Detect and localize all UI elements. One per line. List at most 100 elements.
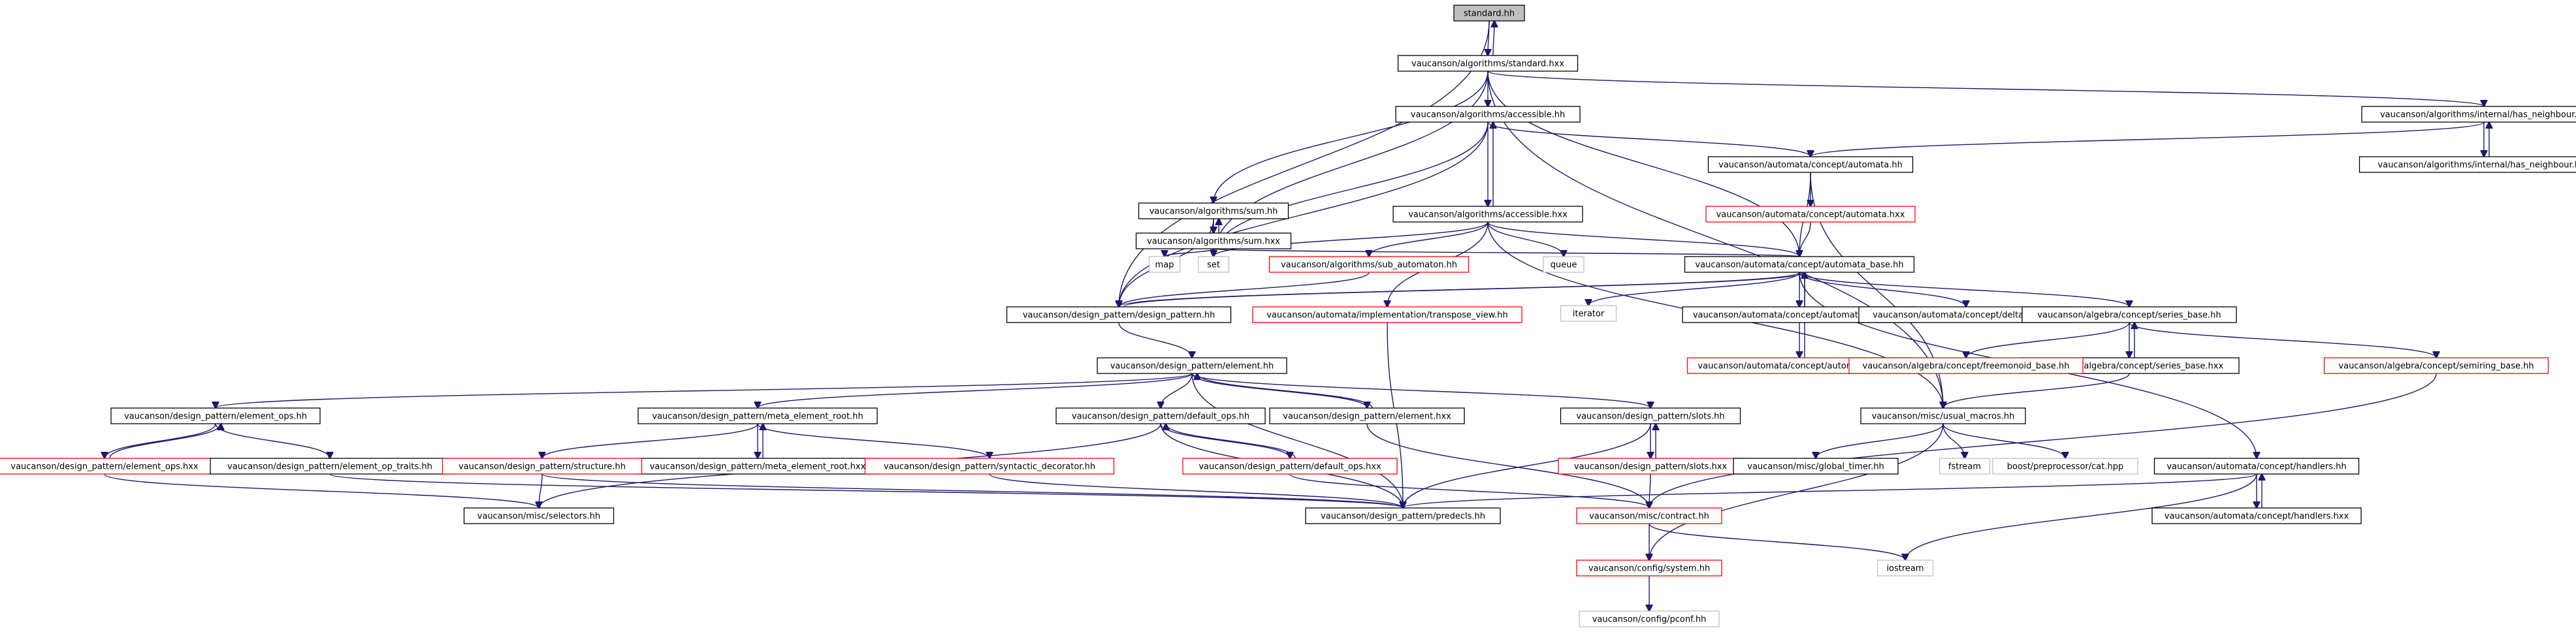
node-misc_contract_hh[interactable]: vaucanson/misc/contract.hh (1576, 507, 1722, 524)
node-box (1305, 507, 1501, 524)
node-auto_concept_automata_hxx[interactable]: vaucanson/automata/concept/automata.hxx (1705, 206, 1916, 223)
edge-alg_accessible_hh-to-set (1214, 121, 1489, 257)
edge-alg_accessible_hxx-to-alg_sub_automaton_hh (1369, 221, 1489, 257)
node-auto_concept_automata_hh[interactable]: vaucanson/automata/concept/automata.hh (1707, 156, 1914, 173)
node-label: vaucanson/misc/global_timer.hh (1747, 462, 1884, 472)
edge-dp_element_ops_hh-to-dp_element_op_traits_hh (215, 423, 330, 458)
node-iostream: iostream (1876, 560, 1934, 577)
node-label: standard.hh (1464, 9, 1515, 19)
node-dp_syntactic_decorator_hh[interactable]: vaucanson/design_pattern/syntactic_decor… (864, 458, 1115, 475)
node-dp_meta_element_root_hxx[interactable]: vaucanson/design_pattern/meta_element_ro… (635, 458, 880, 475)
node-alg_concept_freemonoid_base_hh[interactable]: vaucanson/algebra/concept/freemonoid_bas… (1848, 357, 2084, 374)
node-alg_accessible_hxx[interactable]: vaucanson/algorithms/accessible.hxx (1393, 206, 1583, 223)
node-box (1705, 206, 1916, 223)
edge-alg_standard_hxx-to-standard_hh (1493, 21, 1494, 56)
edge-dp_default_ops_hxx-to-misc_contract_hh (1289, 473, 1649, 508)
node-label: vaucanson/algorithms/accessible.hxx (1408, 210, 1568, 220)
edge-dp_element_ops_hxx-to-misc_selectors_hh (104, 473, 539, 508)
node-label: fstream (1948, 462, 1981, 472)
node-label: vaucanson/design_pattern/design_pattern.… (1023, 311, 1215, 321)
node-label: vaucanson/misc/usual_macros.hh (1872, 412, 2015, 422)
node-label: vaucanson/config/pconf.hh (1592, 615, 1707, 625)
node-alg_sub_automaton_hh[interactable]: vaucanson/algorithms/sub_automaton.hh (1268, 256, 1470, 273)
node-label: vaucanson/design_pattern/element.hxx (1283, 412, 1451, 422)
node-layer: standard.hh vaucanson/algorithms/standard… (0, 5, 2576, 627)
edge-dp_default_ops_hxx-to-dp_default_ops_hh (1166, 424, 1296, 459)
node-standard_hh[interactable]: standard.hh (1453, 5, 1525, 22)
node-label: vaucanson/config/system.hh (1588, 564, 1710, 574)
edge-alg_concept_series_base_hxx-to-misc_usual_macros_hh (1943, 373, 2130, 408)
edge-alg_accessible_hxx-to-auto_concept_automata_base_hh (1487, 221, 1799, 257)
node-box (1252, 306, 1522, 323)
node-alg_concept_series_base_hh[interactable]: vaucanson/algebra/concept/series_base.hh (2021, 306, 2237, 323)
node-box (1992, 458, 2138, 475)
node-alg_concept_semiring_base_hh[interactable]: vaucanson/algebra/concept/semiring_base.… (2323, 357, 2549, 374)
node-label: vaucanson/design_pattern/predecls.hh (1321, 512, 1485, 522)
node-label: vaucanson/algebra/concept/semiring_base.… (2338, 362, 2534, 371)
node-label: iterator (1573, 309, 1605, 319)
node-box (864, 458, 1115, 475)
edge-auto_concept_automata_base_hh-to-auto_concept_delta_kind_hh (1799, 272, 1966, 307)
node-dp_element_hxx[interactable]: vaucanson/design_pattern/element.hxx (1269, 407, 1465, 424)
node-label: vaucanson/design_pattern/meta_element_ro… (650, 462, 866, 472)
edge-alg_standard_hxx-to-alg_sum_hh (1214, 71, 1489, 203)
node-auto_concept_automata_base_hxx[interactable]: vaucanson/automata/concept/automata_base… (1682, 306, 1917, 323)
node-auto_concept_handlers_hxx[interactable]: vaucanson/automata/concept/handlers.hxx (2151, 507, 2362, 524)
node-label: vaucanson/algorithms/sub_automaton.hh (1281, 261, 1457, 270)
node-config_pconf_hh: vaucanson/config/pconf.hh (1579, 610, 1720, 627)
node-label: boost/preprocessor/cat.hpp (2007, 462, 2123, 472)
node-label: vaucanson/algorithms/accessible.hh (1411, 110, 1565, 120)
edge-misc_contract_hh-to-iostream (1649, 523, 1905, 560)
node-box (635, 458, 880, 475)
node-dp_element_ops_hh[interactable]: vaucanson/design_pattern/element_ops.hh (110, 407, 321, 424)
node-dp_default_ops_hxx[interactable]: vaucanson/design_pattern/default_ops.hxx (1182, 458, 1398, 475)
node-dp_meta_element_root_hh[interactable]: vaucanson/design_pattern/meta_element_ro… (637, 407, 878, 424)
edge-dp_element_hxx-to-dp_element_hh (1197, 373, 1373, 409)
node-box (1148, 256, 1181, 273)
node-dp_element_ops_hxx[interactable]: vaucanson/design_pattern/element_ops.hxx (0, 458, 212, 475)
node-label: map (1155, 261, 1174, 270)
node-box (1576, 560, 1722, 577)
node-misc_selectors_hh[interactable]: vaucanson/misc/selectors.hh (463, 507, 615, 524)
node-map: map (1148, 256, 1181, 273)
edge-alg_concept_semiring_base_hh-to-misc_contract_hh (1649, 373, 2437, 508)
node-dp_default_ops_hh[interactable]: vaucanson/design_pattern/default_ops.hh (1055, 407, 1266, 424)
node-dp_slots_hxx[interactable]: vaucanson/design_pattern/slots.hxx (1558, 458, 1743, 475)
node-auto_concept_handlers_hh[interactable]: vaucanson/automata/concept/handlers.hh (2153, 458, 2360, 475)
node-dp_predecls_hh[interactable]: vaucanson/design_pattern/predecls.hh (1305, 507, 1501, 524)
node-label: vaucanson/algebra/concept/freemonoid_bas… (1863, 362, 2070, 371)
node-label: vaucanson/algorithms/internal/has_neighb… (2380, 110, 2576, 120)
node-dp_design_pattern_hh[interactable]: vaucanson/design_pattern/design_pattern.… (1006, 306, 1232, 323)
node-misc_usual_macros_hh[interactable]: vaucanson/misc/usual_macros.hh (1860, 407, 2026, 424)
edge-dp_meta_element_root_hh-to-dp_structure_hh (542, 423, 758, 458)
node-dp_structure_hh[interactable]: vaucanson/design_pattern/structure.hh (442, 458, 643, 475)
node-box (2361, 106, 2576, 123)
node-label: queue (1551, 261, 1577, 270)
node-config_system_hh[interactable]: vaucanson/config/system.hh (1576, 560, 1722, 577)
node-auto_concept_automata_base_hh[interactable]: vaucanson/automata/concept/automata_base… (1684, 256, 1915, 273)
node-misc_global_timer_hh[interactable]: vaucanson/misc/global_timer.hh (1733, 458, 1899, 475)
node-box (1560, 407, 1741, 424)
edge-dp_element_hh-to-dp_element_ops_hh (216, 373, 1193, 408)
node-dp_element_hh[interactable]: vaucanson/design_pattern/element.hh (1097, 357, 1287, 374)
node-alg_internal_has_neighbour_hh[interactable]: vaucanson/algorithms/internal/has_neighb… (2361, 106, 2576, 123)
node-alg_sum_hxx[interactable]: vaucanson/algorithms/sum.hxx (1135, 232, 1292, 249)
edge-dp_design_pattern_hh-to-dp_element_hh (1118, 322, 1192, 358)
node-label: vaucanson/automata/concept/automata.hh (1718, 161, 1903, 170)
node-label: vaucanson/automata/concept/delta_kind.hh (1873, 311, 2059, 321)
node-alg_sum_hh[interactable]: vaucanson/algorithms/sum.hh (1138, 202, 1289, 219)
node-label: vaucanson/algorithms/sum.hh (1150, 207, 1278, 217)
edge-dp_element_op_traits_hh-to-dp_predecls_hh (329, 473, 1403, 508)
node-label: vaucanson/design_pattern/default_ops.hh (1072, 412, 1249, 422)
node-label: set (1207, 261, 1220, 270)
node-box (1543, 256, 1585, 273)
node-auto_impl_transpose_view_hh[interactable]: vaucanson/automata/implementation/transp… (1252, 306, 1522, 323)
node-alg_standard_hxx[interactable]: vaucanson/algorithms/standard.hxx (1397, 55, 1579, 72)
node-box (637, 407, 878, 424)
node-dp_slots_hh[interactable]: vaucanson/design_pattern/slots.hh (1560, 407, 1741, 424)
node-alg_internal_has_neighbour_hxx[interactable]: vaucanson/algorithms/internal/has_neighb… (2359, 156, 2576, 173)
node-alg_accessible_hh[interactable]: vaucanson/algorithms/accessible.hh (1395, 106, 1581, 123)
node-box (442, 458, 643, 475)
node-dp_element_op_traits_hh[interactable]: vaucanson/design_pattern/element_op_trai… (210, 458, 450, 475)
